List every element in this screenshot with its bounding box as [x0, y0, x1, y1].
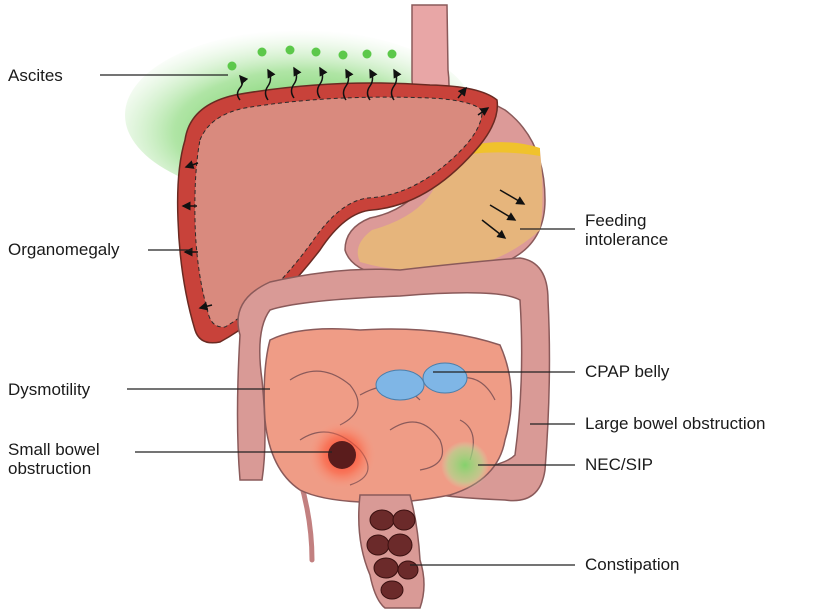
obstruction-core [328, 441, 356, 469]
label-nec-sip: NEC/SIP [585, 455, 653, 474]
label-small-bowel-obstruction-line1: Small bowel [8, 440, 100, 459]
label-dysmotility: Dysmotility [8, 380, 90, 399]
label-ascites: Ascites [8, 66, 63, 85]
label-small-bowel-obstruction-line2: obstruction [8, 459, 91, 478]
label-feeding-intolerance-line2: intolerance [585, 230, 668, 249]
label-large-bowel-obstruction: Large bowel obstruction [585, 414, 766, 433]
label-cpap-belly: CPAP belly [585, 362, 669, 381]
label-feeding-intolerance-line1: Feeding [585, 211, 646, 230]
label-constipation: Constipation [585, 555, 680, 574]
label-organomegaly: Organomegaly [8, 240, 120, 259]
